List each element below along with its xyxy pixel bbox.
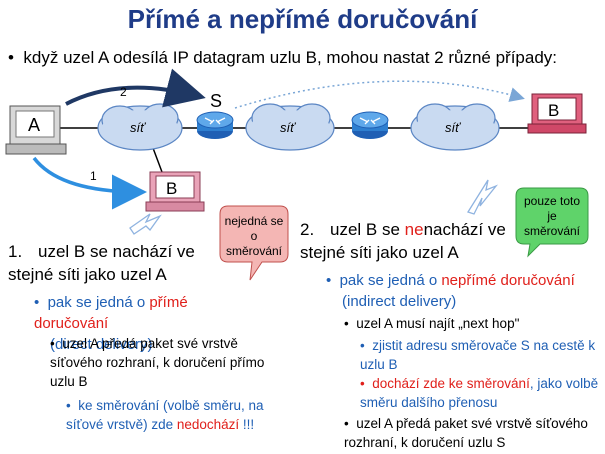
case2-item1: • uzel A musí najít „next hop" — [344, 314, 599, 333]
cloud-net2 — [245, 103, 335, 151]
case2-item1a-text: zjistit adresu směrovače S na cestě k uz… — [360, 338, 596, 372]
case2-item2: • uzel A předá paket své vrstvě síťového… — [344, 414, 599, 452]
router-label: S — [210, 91, 222, 111]
network-diagram: síť síť síť S A B — [5, 68, 589, 281]
callout-left-bubble — [219, 205, 289, 281]
case1-heading: 1.uzel B se nachází ve stejné síti jako … — [8, 240, 208, 286]
arrow-1 — [32, 156, 147, 210]
pointer-arrow-right — [467, 179, 499, 215]
bullet-dot: • — [34, 294, 48, 311]
bullet-dot: • — [360, 338, 373, 353]
case2-item1b-red: dochází zde ke směrování — [372, 376, 530, 391]
host-b-local-computer-icon — [145, 171, 205, 212]
bullet-dot: • — [344, 416, 357, 431]
case2-item1b-suffix: , jako volbě směru dalšího přenosu — [360, 376, 599, 410]
intro-text: když uzel A odesílá IP datagram uzlu B, … — [23, 48, 558, 67]
router-s-icon — [196, 111, 234, 139]
bullet-dot: • — [360, 376, 373, 391]
page-title: Přímé a nepřímé doručování — [127, 4, 478, 34]
host-b-local-label: B — [166, 179, 177, 198]
case2-sub: • pak se jedná o nepřímé doručování (indi… — [326, 270, 596, 312]
host-b-remote-label: B — [548, 101, 559, 120]
bullet-dot: • — [66, 398, 79, 413]
callout-right-bubble — [515, 187, 589, 258]
case2-item2-text: uzel A předá paket své vrstvě síťového r… — [344, 416, 588, 450]
bullet-dot: • — [326, 272, 340, 289]
case1-sub: • pak se jedná o přímé doručování (direct… — [34, 292, 224, 355]
case1-item2-prefix: ke směrování (volbě směru, na síťové vrs… — [66, 398, 264, 432]
case2-number: 2. — [300, 220, 315, 239]
case2-item1-text: uzel A musí najít „next hop" — [356, 316, 520, 331]
case2-heading-prefix: uzel B se — [330, 220, 405, 239]
callout-right-text: pouze toto je směrování — [523, 194, 581, 238]
case1-heading-text: uzel B se nachází ve stejné síti jako uz… — [8, 242, 195, 284]
case1-sub-red: přímé doručování — [34, 294, 188, 332]
case1-item2-suffix: !!! — [239, 417, 255, 432]
net1-label: síť — [130, 120, 146, 135]
pointer-arrow-left — [129, 213, 162, 235]
arrow-1-label: 1 — [90, 169, 97, 183]
cloud-net1 — [97, 103, 183, 151]
cloud-net3 — [410, 103, 500, 151]
case2-heading-suffix: nachází ve stejné síti jako uzel A — [300, 220, 506, 262]
case1-item2-red: nedochází — [176, 417, 240, 432]
host-a-computer-icon — [5, 105, 67, 155]
bullet-dot: • — [50, 336, 63, 351]
case1-number: 1. — [8, 242, 23, 261]
callout-left-text: nejedná se o směrování — [224, 214, 284, 258]
arrow-2-label: 2 — [120, 85, 127, 99]
intro-bullet: • když uzel A odesílá IP datagram uzlu B… — [8, 48, 557, 68]
case1-item2: • ke směrování (volbě směru, na síťové v… — [66, 396, 281, 434]
net3-label: síť — [445, 120, 461, 135]
case2-sub-red: nepřímé doručování — [441, 272, 575, 289]
case2-heading: 2. uzel B se nenachází ve stejné síti jak… — [300, 218, 520, 264]
case1-sub-prefix: pak se jedná o — [47, 294, 150, 311]
case1-item1: • uzel A předá paket své vrstvě síťového… — [50, 334, 285, 391]
bullet-dot: • — [344, 316, 357, 331]
case1-sub-suffix: (direct delivery) — [50, 336, 153, 353]
case2-item1a: • zjistit adresu směrovače S na cestě k … — [360, 336, 600, 374]
router-2-icon — [351, 111, 389, 139]
bullet-dot: • — [8, 48, 24, 67]
net2-label: síť — [280, 120, 296, 135]
case1-item1-text: uzel A předá paket své vrstvě síťového r… — [50, 336, 265, 389]
case2-sub-prefix: pak se jedná o — [339, 272, 442, 289]
arrow-2 — [65, 68, 206, 108]
case2-sub-suffix: (indirect delivery) — [342, 293, 457, 310]
case2-item1b: • dochází zde ke směrování, jako volbě s… — [360, 374, 600, 412]
case2-heading-red: ne — [404, 220, 424, 239]
arrow-router-to-b — [234, 80, 525, 109]
host-b-remote-computer-icon — [527, 93, 587, 134]
host-a-label: A — [28, 115, 40, 135]
